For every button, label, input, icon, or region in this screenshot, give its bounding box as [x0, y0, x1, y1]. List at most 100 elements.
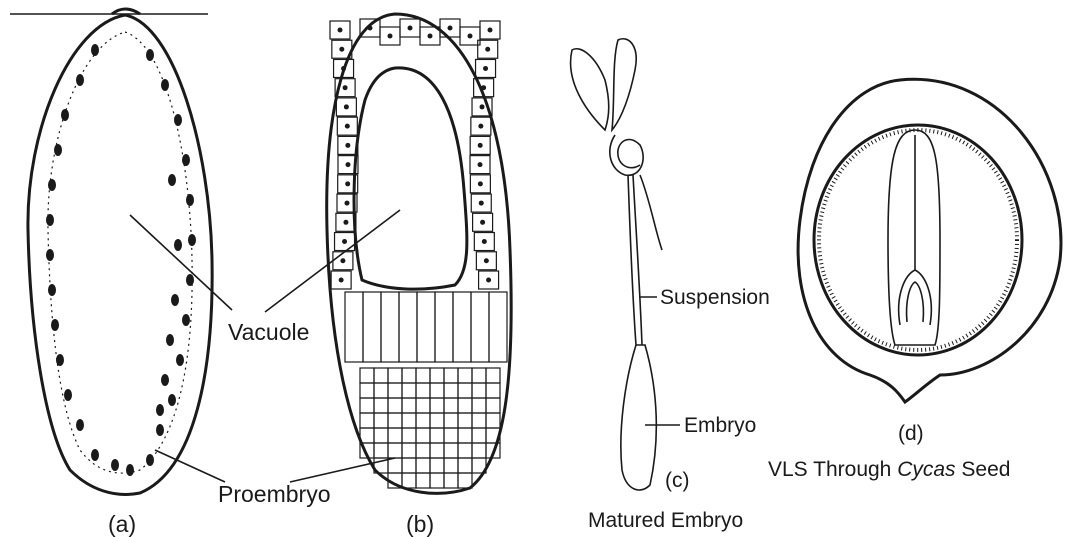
proembryo-cell: [416, 458, 430, 473]
nucleus-dot: [156, 404, 164, 416]
nucleus-dot: [161, 79, 169, 91]
proembryo-cell: [444, 368, 458, 383]
column-cell: [363, 292, 381, 362]
panel-label-b: (b): [406, 511, 434, 537]
nucleus-dot: [174, 239, 182, 251]
column-cell: [453, 292, 471, 362]
vacuole-leader-a: [130, 215, 232, 310]
proembryo-cell: [374, 398, 388, 413]
cell-nucleus: [338, 28, 343, 33]
proembryo-cell: [430, 443, 444, 458]
nucleus-dot: [182, 314, 190, 326]
panel-label-a: (a): [108, 511, 136, 537]
vacuole-b: [354, 68, 467, 289]
proembryo-cell: [486, 398, 500, 413]
proembryo-cell: [472, 398, 486, 413]
cell-nucleus: [345, 181, 350, 186]
nucleus-dot: [46, 249, 54, 261]
nucleus-dot: [76, 74, 84, 86]
archegonium-wall-a: [28, 15, 212, 494]
nucleus-dot: [171, 294, 179, 306]
proembryo-cell: [388, 458, 402, 473]
proembryo-cell: [430, 473, 444, 488]
column-cell: [489, 292, 507, 362]
cell-nucleus: [478, 143, 483, 148]
nucleus-dot: [48, 179, 56, 191]
nucleus-dot: [126, 464, 134, 476]
proembryo-cell: [374, 368, 388, 383]
nucleus-dot: [186, 194, 194, 206]
nucleus-dot: [64, 389, 72, 401]
cell-nucleus: [484, 258, 489, 263]
nucleus-dot: [176, 354, 184, 366]
cell-nucleus: [486, 278, 491, 283]
column-cell: [435, 292, 453, 362]
proembryo-cell: [472, 383, 486, 398]
proembryo-cell: [472, 368, 486, 383]
cell-nucleus: [485, 47, 490, 52]
label-matured-embryo: Matured Embryo: [588, 509, 743, 532]
column-cell: [381, 292, 399, 362]
proembryo-cell: [472, 443, 486, 458]
cell-nucleus: [368, 26, 373, 31]
panel-label-d: (d): [898, 422, 924, 445]
proembryo-cell: [416, 413, 430, 428]
cell-nucleus: [343, 220, 348, 225]
cell-nucleus: [479, 201, 484, 206]
nucleus-dot: [56, 354, 64, 366]
proembryo-cell: [444, 428, 458, 443]
proembryo-cell: [360, 398, 374, 413]
proembryo-cell: [472, 428, 486, 443]
proembryo-cell: [430, 398, 444, 413]
proembryo-cell: [388, 413, 402, 428]
nucleus-dot: [61, 109, 69, 121]
proembryo-cell: [416, 383, 430, 398]
proembryo-cell: [360, 383, 374, 398]
proembryo-cell: [374, 383, 388, 398]
cell-nucleus: [339, 278, 344, 283]
suspensor-tail: [640, 175, 662, 250]
proembryo-cell: [458, 458, 472, 473]
figure-c: [571, 39, 680, 490]
proembryo-cell: [444, 443, 458, 458]
proembryo-cell: [374, 413, 388, 428]
coiled-tissue: [610, 135, 643, 175]
cell-nucleus: [448, 26, 453, 31]
column-cell: [471, 292, 489, 362]
proembryo-cell: [374, 443, 388, 458]
cell-nucleus: [468, 34, 473, 39]
proembryo-cell: [360, 368, 374, 383]
proembryo-cell: [458, 398, 472, 413]
nucleus-dot: [91, 449, 99, 461]
proembryo-cell: [444, 458, 458, 473]
proembryo-cell: [402, 443, 416, 458]
proembryo-cell: [444, 473, 458, 488]
proembryo-cell: [486, 413, 500, 428]
proembryo-cell: [486, 368, 500, 383]
proembryo-cell: [472, 413, 486, 428]
cell-nucleus: [481, 85, 486, 90]
proembryo-cell: [430, 428, 444, 443]
proembryo-cell: [402, 368, 416, 383]
nucleus-dot: [161, 374, 169, 386]
panel-label-c: (c): [665, 469, 690, 492]
nucleus-dot: [76, 419, 84, 431]
nucleus-dot: [156, 424, 164, 436]
nucleus-dot: [168, 394, 176, 406]
cell-nucleus: [345, 124, 350, 129]
proembryo-cell: [458, 428, 472, 443]
cell-nucleus: [408, 26, 413, 31]
proembryo-cell: [374, 428, 388, 443]
cell-nucleus: [478, 181, 483, 186]
nucleus-dot: [186, 274, 194, 286]
seed-coat-inner: [814, 125, 1022, 355]
cell-nucleus: [339, 47, 344, 52]
figure-b: [327, 14, 511, 493]
column-cell: [399, 292, 417, 362]
label-proembryo: Proembryo: [218, 481, 330, 507]
proembryo-cell: [444, 383, 458, 398]
proembryo-cell: [416, 443, 430, 458]
proembryo-cell: [486, 383, 500, 398]
embryo-body: [621, 345, 656, 490]
cell-nucleus: [388, 34, 393, 39]
